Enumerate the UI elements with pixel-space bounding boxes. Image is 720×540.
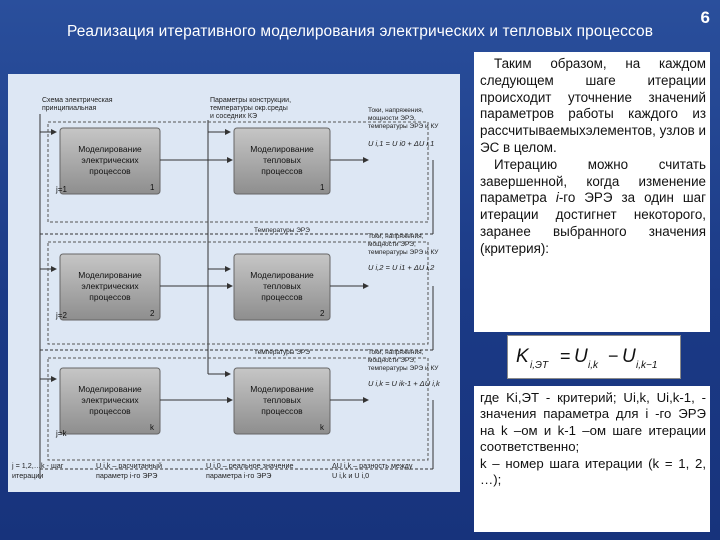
- svg-text:i,k−1: i,k−1: [636, 360, 657, 371]
- svg-text:тепловых: тепловых: [263, 281, 302, 291]
- outputs-label-1: Токи, напряжения, мощности ЭРЭ, температ…: [368, 107, 439, 130]
- iteration-frame-1: [47, 121, 429, 223]
- svg-text:1: 1: [320, 183, 325, 192]
- params-label: Параметры конструкции, температуры окр.с…: [210, 97, 291, 120]
- definition-2: k – номер шага итерации (k = 1, 2, …);: [480, 455, 706, 488]
- svg-text:−: −: [608, 346, 619, 366]
- svg-text:Токи, напряжения,: Токи, напряжения,: [368, 233, 424, 240]
- svg-text:Моделирование: Моделирование: [250, 270, 314, 280]
- svg-text:Токи, напряжения,: Токи, напряжения,: [368, 107, 424, 114]
- notes-panel: Таким образом, на каждом следующем шаге …: [474, 52, 710, 332]
- note-paragraph-2: Итерацию можно считать завершенной, когд…: [480, 156, 706, 256]
- therm-block-1: Моделирование тепловых процессов 1: [233, 127, 331, 195]
- svg-text:мощности ЭРЭ,: мощности ЭРЭ,: [368, 115, 416, 122]
- svg-text:мощности ЭРЭ,: мощности ЭРЭ,: [368, 241, 416, 248]
- svg-text:Моделирование: Моделирование: [250, 144, 314, 154]
- svg-text:k: k: [320, 423, 325, 432]
- elec-block-1: Моделирование электрических процессов 1: [59, 127, 161, 195]
- iteration-frame-k: [47, 357, 429, 461]
- svg-text:параметр i-го ЭРЭ: параметр i-го ЭРЭ: [96, 471, 157, 480]
- temps-label-k: Температуры ЭРЭ: [254, 349, 310, 356]
- svg-text:Схема электрическая: Схема электрическая: [42, 97, 113, 104]
- svg-text:температуры ЭРЭ и КУ: температуры ЭРЭ и КУ: [368, 123, 439, 130]
- legend: j = 1,2,…k - шаг итерации U i,k – расчит…: [11, 461, 413, 480]
- temps-label-2: Температуры ЭРЭ: [254, 227, 310, 234]
- svg-text:K: K: [516, 346, 530, 367]
- svg-text:2: 2: [320, 309, 325, 318]
- svg-text:Моделирование: Моделирование: [250, 384, 314, 394]
- criterion-formula: K i,ЭТ = U i,k − U i,k−1: [507, 335, 681, 379]
- svg-text:электрических: электрических: [81, 155, 139, 165]
- svg-text:Параметры конструкции,: Параметры конструкции,: [210, 97, 291, 104]
- row-label-2: j=2: [55, 311, 67, 320]
- svg-text:2: 2: [150, 309, 155, 318]
- svg-text:ΔU i,k – разность между: ΔU i,k – разность между: [332, 461, 413, 470]
- formula-k: U i,k = U ik-1 + ΔU i,k: [368, 379, 441, 388]
- svg-text:Моделирование: Моделирование: [78, 270, 142, 280]
- svg-text:k: k: [150, 423, 155, 432]
- definition-1: где Ki,ЭТ - критерий; Ui,k, Ui,k-1, - зн…: [480, 390, 706, 455]
- svg-text:электрических: электрических: [81, 281, 139, 291]
- svg-text:j = 1,2,…k - шаг: j = 1,2,…k - шаг: [11, 461, 64, 470]
- svg-text:температуры ЭРЭ и КУ: температуры ЭРЭ и КУ: [368, 365, 439, 372]
- slide-number: 6: [700, 8, 710, 27]
- definitions-panel: где Ki,ЭТ - критерий; Ui,k, Ui,k-1, - зн…: [474, 386, 710, 532]
- svg-text:температуры окр.среды: температуры окр.среды: [210, 105, 288, 112]
- svg-text:температуры ЭРЭ и КУ: температуры ЭРЭ и КУ: [368, 249, 439, 256]
- svg-text:U: U: [574, 346, 588, 367]
- svg-text:Токи, напряжения,: Токи, напряжения,: [368, 349, 424, 356]
- therm-block-k: Моделирование тепловых процессов k: [233, 367, 331, 435]
- outputs-label-2: Токи, напряжения, мощности ЭРЭ, температ…: [368, 233, 439, 256]
- svg-text:параметра i-го ЭРЭ: параметра i-го ЭРЭ: [206, 471, 271, 480]
- outputs-label-k: Токи, напряжения, мощности ЭРЭ, температ…: [368, 349, 439, 372]
- svg-text:Моделирование: Моделирование: [78, 384, 142, 394]
- note-paragraph-1: Таким образом, на каждом следующем шаге …: [480, 56, 706, 155]
- svg-text:процессов: процессов: [261, 406, 303, 416]
- iteration-diagram: Схема электрическая принципиальная Парам…: [8, 74, 460, 492]
- svg-text:тепловых: тепловых: [263, 395, 302, 405]
- iteration-frame-2: [47, 241, 429, 345]
- scheme-label: Схема электрическая принципиальная: [42, 97, 113, 112]
- svg-text:U i,k – расчитанный: U i,k – расчитанный: [96, 461, 162, 470]
- slide-title: Реализация итеративного моделирования эл…: [66, 23, 654, 40]
- svg-text:Моделирование: Моделирование: [78, 144, 142, 154]
- elec-block-k: Моделирование электрических процессов k: [59, 367, 161, 435]
- svg-text:U: U: [622, 346, 636, 367]
- svg-text:1: 1: [150, 183, 155, 192]
- formula-2: U i,2 = U i1 + ΔU i,2: [368, 263, 435, 272]
- row-label-k: j=k: [55, 429, 67, 438]
- svg-text:i,ЭТ: i,ЭТ: [530, 360, 549, 371]
- svg-text:принципиальная: принципиальная: [42, 105, 96, 112]
- svg-text:i,k: i,k: [588, 360, 599, 371]
- row-label-1: j=1: [55, 185, 67, 194]
- therm-block-2: Моделирование тепловых процессов 2: [233, 253, 331, 321]
- formula-1: U i,1 = U i0 + ΔU i,1: [368, 139, 434, 148]
- svg-text:процессов: процессов: [89, 406, 131, 416]
- elec-block-2: Моделирование электрических процессов 2: [59, 253, 161, 321]
- svg-text:итерации: итерации: [12, 471, 43, 480]
- svg-text:U i,0 – реальное значение: U i,0 – реальное значение: [206, 461, 294, 470]
- svg-text:процессов: процессов: [261, 166, 303, 176]
- svg-text:электрических: электрических: [81, 395, 139, 405]
- svg-text:U i,k и U i,0: U i,k и U i,0: [332, 471, 369, 480]
- diagram-canvas: Схема электрическая принципиальная Парам…: [11, 97, 441, 480]
- svg-text:тепловых: тепловых: [263, 155, 302, 165]
- svg-text:процессов: процессов: [261, 292, 303, 302]
- svg-text:процессов: процессов: [89, 166, 131, 176]
- svg-text:=: =: [560, 346, 571, 366]
- svg-text:процессов: процессов: [89, 292, 131, 302]
- svg-text:и соседних КЭ: и соседних КЭ: [210, 113, 257, 120]
- svg-text:мощности ЭРЭ,: мощности ЭРЭ,: [368, 357, 416, 364]
